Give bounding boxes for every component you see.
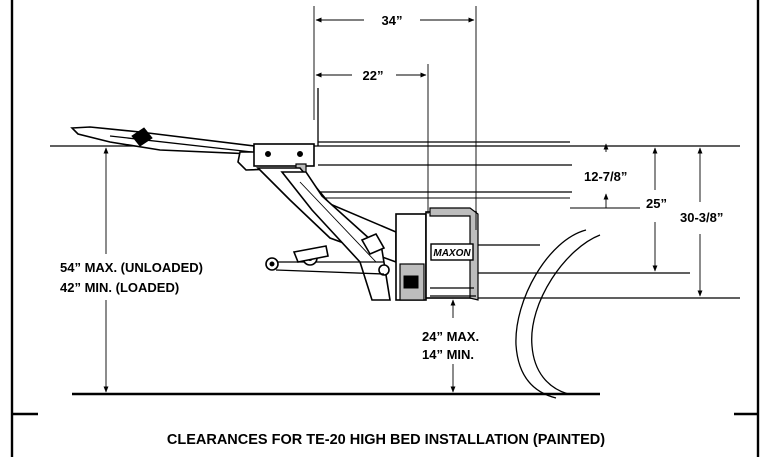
ground-clearance-min-label: 14” MIN. — [422, 347, 474, 362]
dimension-label-12-7-8: 12-7/8” — [584, 169, 627, 184]
frame-border — [10, 0, 760, 457]
dimension-deck-drop — [570, 143, 640, 209]
dimension-label-25: 25” — [646, 196, 667, 211]
lift-arms — [256, 167, 397, 301]
ground-clearance-max-label: 24” MAX. — [422, 329, 479, 344]
tire — [515, 229, 601, 399]
dimension-label-22: 22” — [363, 68, 384, 83]
dimension-label-34: 34” — [382, 13, 403, 28]
diagram-caption: CLEARANCES FOR TE-20 HIGH BED INSTALLATI… — [167, 432, 605, 448]
bed-height-max-label: 54” MAX. (UNLOADED) — [60, 260, 203, 275]
brand-plate — [430, 243, 474, 261]
bed-height-min-label: 42” MIN. (LOADED) — [60, 280, 179, 295]
dimension-label-30-3-8: 30-3/8” — [680, 210, 723, 225]
dimension-inner-width — [315, 64, 429, 214]
hydraulic-linkage — [265, 245, 385, 275]
brand-label: MAXON — [433, 248, 471, 259]
dimension-overall-width — [313, 6, 477, 230]
